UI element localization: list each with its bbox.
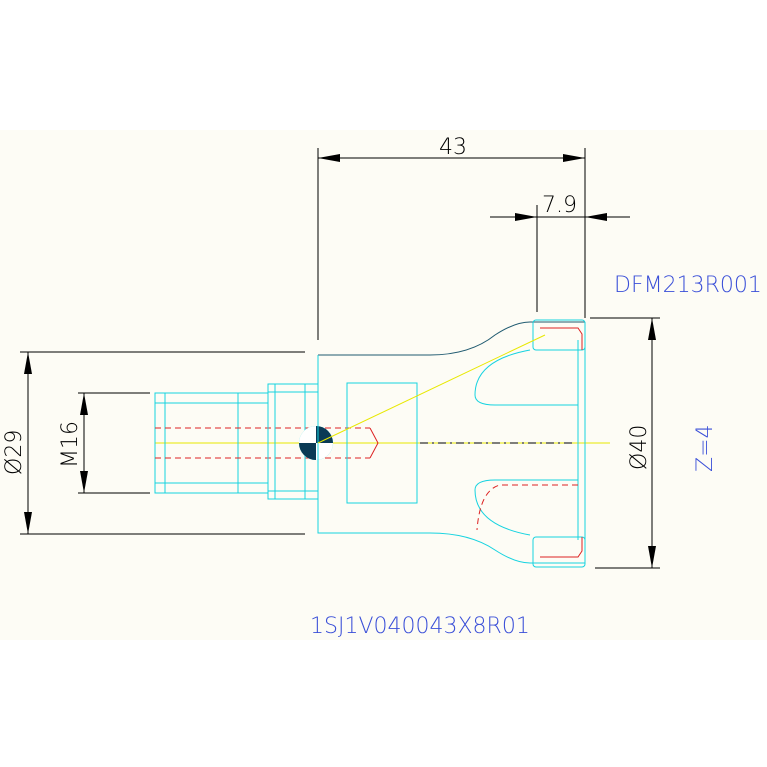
dimension-cutter-diameter [590,317,660,569]
dimension-m16-label: M16 [58,421,83,468]
dimension-43-label: 43 [439,135,467,160]
construction-line [317,334,546,444]
dimension-d40-label: Ø40 [627,425,652,470]
center-of-gravity-icon [299,426,333,460]
dimension-thread [78,392,150,494]
dimension-7-9-label: 7.9 [542,193,577,218]
part-number-label: 1SJ1V040043X8R01 [310,614,530,639]
dimension-d29-label: Ø29 [2,430,27,475]
dimension-overall-length [317,148,586,340]
insert-code-label: DFM213R001 [614,273,762,298]
teeth-count-label: Z=4 [693,424,718,472]
dimension-insert-offset [490,205,630,312]
cutter-body [317,319,586,568]
dimension-shank-diameter [20,351,305,535]
drawing-panel [0,130,767,640]
